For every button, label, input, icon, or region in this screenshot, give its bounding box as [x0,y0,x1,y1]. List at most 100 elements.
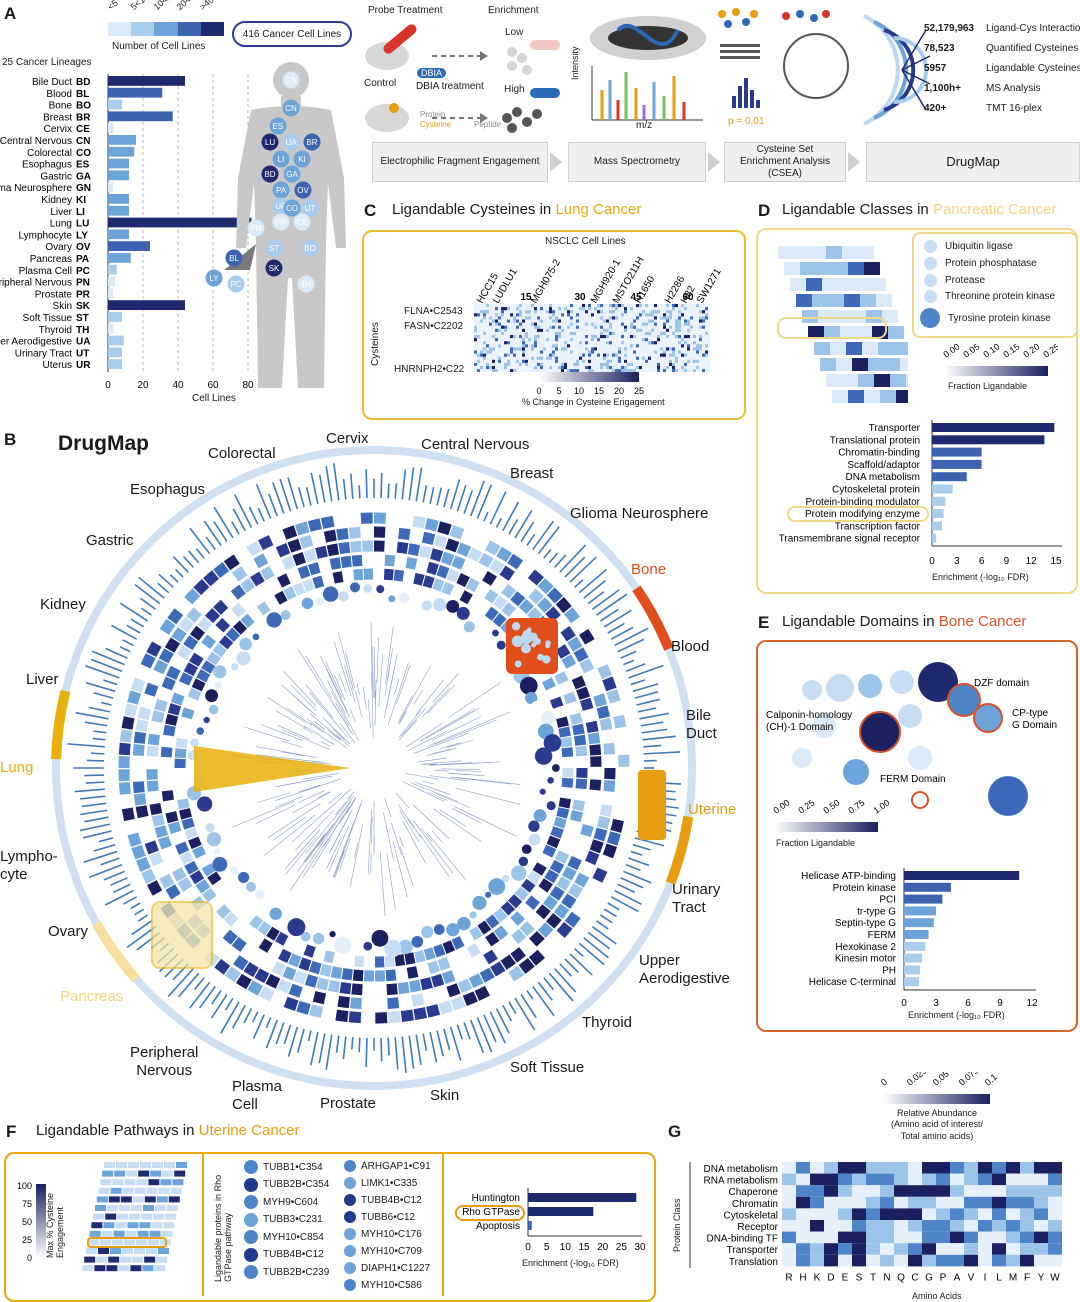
heatmap-cell [489,347,492,350]
amino-acids-xlabel: Amino Acids [912,1291,962,1301]
heat-ring-cell [191,611,198,619]
heatmap-cell [978,1185,992,1197]
heat-ring-cell [337,533,348,534]
inner-line [455,788,520,804]
dot-ring-dot [351,941,359,949]
heatmap-cell [474,313,477,316]
band-cell [115,1222,126,1228]
heat-ring-cell [428,567,437,570]
heat-ring-cell [468,583,477,588]
inner-line [441,769,480,770]
heat-ring-cell [465,996,476,1001]
inner-line [310,723,323,732]
heatmap-cell [504,307,507,310]
heatmap-cell [852,1162,866,1174]
heatmap-cell [824,1162,838,1174]
heatmap-cell [618,357,621,360]
heat-ring-cell [281,954,290,958]
band-cell [129,1214,140,1220]
heatmap-cell [824,1174,838,1186]
spike [623,660,633,664]
label-line: Duct [686,725,717,743]
x-tick-label: 9 [997,998,1003,1009]
heat-ring-cell [448,988,458,992]
heatmap-cell [684,307,687,310]
domain-bubble [974,704,1002,732]
lineage-code: CE [76,124,90,135]
lineage-bar [108,277,115,287]
dot-ring-dot [446,923,459,936]
heat-ring-cell [194,656,199,664]
heatmap-cell [507,307,510,310]
band-cell [864,390,880,403]
dot-ring-dot [255,890,265,900]
spike [643,745,661,746]
x-tick-label: 20 [137,380,149,391]
dot-ring-dot [196,727,204,735]
heat-ring-cell [533,935,541,943]
heat-ring-cell [388,1003,399,1004]
heatmap-cell [687,335,690,338]
spike [67,744,104,747]
dot-ring-dot [528,821,539,832]
inner-line [420,834,449,876]
heat-ring-cell [197,583,206,591]
heat-ring-cell [218,963,227,970]
heatmap-cell [606,354,609,357]
x-tick-label: 5 [544,1242,550,1253]
heatmap-cell [552,310,555,313]
band-cell [94,1265,105,1271]
spike [471,481,485,516]
heatmap-cell [483,316,486,319]
heatmap-cell [894,1255,908,1267]
heat-ring-cell [413,521,425,523]
lineage-ring-label: Prostate [320,1095,376,1113]
legend-bin-label: 5<10 [129,0,151,12]
heatmap-cell [639,304,642,307]
colorbar-tick: 25 [634,386,644,396]
heat-ring-cell [581,779,582,789]
heatmap-cell [564,307,567,310]
band-cell [812,294,828,307]
spike [235,495,252,528]
spike [94,731,107,733]
heatmap-cell [576,320,579,323]
heatmap-cell [495,307,498,310]
spike [464,1023,470,1040]
band-cell [110,1248,121,1254]
heat-ring-cell [552,838,555,846]
legend-bin-label: 10<20 [152,0,178,12]
rho-protein-item: TUBB4B•C12 [344,1194,422,1206]
domain-bubble [843,759,869,785]
heatmap-cell [950,1208,964,1220]
heatmap-cell [936,1255,950,1267]
dot-ring-dot [302,598,314,610]
heatmap-cell [504,326,507,329]
lineage-name: Skin [53,301,72,312]
lineage-bar [108,206,129,216]
heatmap-cell [489,366,492,369]
heatmap-cell [1048,1197,1062,1209]
inner-line [422,781,433,784]
spike [299,487,304,507]
heatmap-cell [866,1220,880,1232]
heatmap-cell [964,1208,978,1220]
heat-ring-cell [591,722,593,732]
inner-line [372,704,373,737]
colorbar [539,372,639,382]
heatmap-cell [606,335,609,338]
stat-label: MS Analysis [986,83,1040,94]
heatmap-cell [681,344,684,347]
heatmap-cell [549,357,552,360]
heatmap-cell [513,354,516,357]
band-cell [148,1179,159,1185]
heat-ring-cell [331,563,341,565]
band-cell [846,342,862,355]
heatmap-cell [880,1232,894,1244]
band-cell [151,1222,162,1228]
heat-ring-cell [550,917,557,925]
row-label-hnrnph2: HNRNPH2•C22 [394,364,464,375]
heatmap-cell [663,354,666,357]
heatmap-cell [782,1174,796,1186]
